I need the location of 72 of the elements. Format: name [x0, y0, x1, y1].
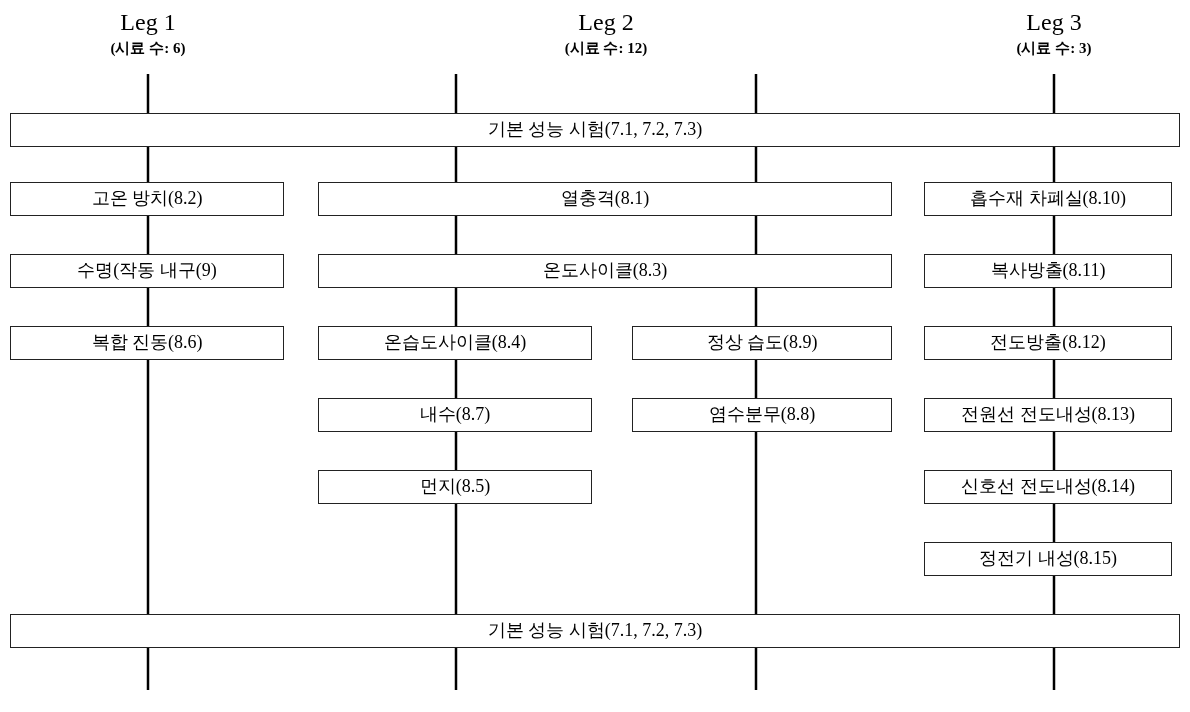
sample-count: (시료 수: 6) [110, 38, 186, 58]
test-label: 열충격(8.1) [560, 188, 650, 210]
connector-line [454, 432, 458, 470]
test-label: 전도방출(8.12) [990, 332, 1106, 354]
test-box [318, 326, 592, 360]
test-box [10, 254, 284, 288]
test-box [632, 398, 892, 432]
connector-line [146, 648, 150, 690]
connector-line [454, 74, 458, 113]
connector-line [146, 216, 150, 254]
connector-line [146, 147, 150, 182]
connector-line [1052, 576, 1056, 614]
connector-line [454, 360, 458, 398]
connector-line [454, 648, 458, 690]
test-box [10, 113, 1180, 147]
connector-line [754, 288, 758, 326]
connector-line [454, 504, 458, 614]
connector-line [1052, 432, 1056, 470]
test-box [924, 254, 1172, 288]
test-label: 염수분무(8.8) [708, 404, 816, 426]
test-label: 전원선 전도내성(8.13) [961, 404, 1135, 426]
test-box [318, 254, 892, 288]
test-box [924, 182, 1172, 216]
test-box [318, 398, 592, 432]
connector-line [454, 216, 458, 254]
test-box [10, 182, 284, 216]
connector-line [454, 147, 458, 182]
test-box [924, 470, 1172, 504]
test-box [10, 326, 284, 360]
connector-line [754, 74, 758, 113]
connector-line [754, 648, 758, 690]
connector-line [146, 288, 150, 326]
connector-line [754, 147, 758, 182]
test-box [318, 182, 892, 216]
test-label: 기본 성능 시험(7.1, 7.2, 7.3) [487, 620, 703, 642]
connector-line [146, 74, 150, 113]
sample-count: (시료 수: 3) [1016, 38, 1092, 58]
sample-count: (시료 수: 12) [564, 38, 648, 58]
connector-line [754, 216, 758, 254]
connector-line [1052, 74, 1056, 113]
connector-line [1052, 288, 1056, 326]
connector-line [1052, 216, 1056, 254]
test-label: 수명(작동 내구(9) [77, 260, 217, 282]
test-label: 내수(8.7) [419, 404, 491, 426]
test-label: 먼지(8.5) [419, 476, 491, 498]
test-label: 복합 진동(8.6) [91, 332, 203, 354]
connector-line [1052, 147, 1056, 182]
connector-line [1052, 360, 1056, 398]
header-title: Leg 2 [578, 8, 634, 37]
test-label: 복사방출(8.11) [990, 260, 1106, 282]
connector-line [1052, 648, 1056, 690]
test-box [318, 470, 592, 504]
header-title: Leg 3 [1026, 8, 1082, 37]
test-box [632, 326, 892, 360]
test-label: 정전기 내성(8.15) [979, 548, 1117, 570]
test-label: 신호선 전도내성(8.14) [961, 476, 1135, 498]
test-box [924, 542, 1172, 576]
test-label: 정상 습도(8.9) [706, 332, 818, 354]
test-box [924, 398, 1172, 432]
header-title: Leg 1 [120, 8, 176, 37]
test-label: 기본 성능 시험(7.1, 7.2, 7.3) [487, 119, 703, 141]
test-box [10, 614, 1180, 648]
connector-line [1052, 504, 1056, 542]
test-label: 고온 방치(8.2) [91, 188, 203, 210]
test-label: 흡수재 차폐실(8.10) [970, 188, 1126, 210]
connector-line [754, 360, 758, 398]
connector-line [754, 432, 758, 614]
test-label: 온도사이클(8.3) [542, 260, 668, 282]
test-label: 온습도사이클(8.4) [383, 332, 527, 354]
connector-line [454, 288, 458, 326]
connector-line [146, 360, 150, 614]
test-box [924, 326, 1172, 360]
